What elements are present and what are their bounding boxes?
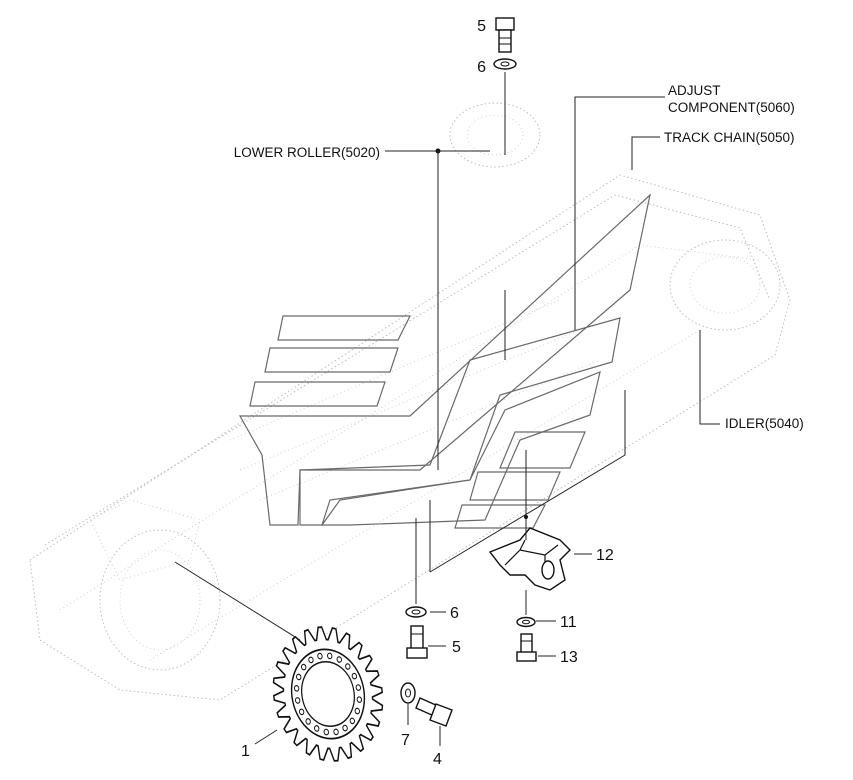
callout-6-mid: 6: [450, 605, 459, 622]
callout-5-top: 5: [477, 18, 486, 35]
callout-5-mid: 5: [452, 639, 461, 656]
bolt-4: [415, 697, 453, 727]
frame-outline-figure: [238, 193, 651, 529]
sprocket-bolt-hole: [327, 652, 333, 660]
sprocket-bolt-hole: [355, 684, 362, 691]
sprocket-bolt-hole: [317, 652, 323, 660]
adjust-component-label-line2: COMPONENT(5060): [668, 100, 795, 115]
callout-12: 12: [596, 547, 614, 564]
bolt-5-top: [495, 17, 515, 53]
sprocket-bolt-hole: [314, 725, 320, 732]
lower-roller-label: LOWER ROLLER(5020): [234, 145, 380, 160]
sprocket-bolt-hole: [351, 672, 358, 680]
sprocket-bolt-hole: [308, 656, 314, 664]
sprocket-bolt-hole: [298, 708, 305, 716]
callout-6-top: 6: [477, 59, 486, 76]
washer-7: [400, 682, 416, 704]
idler-label: IDLER(5040): [725, 416, 804, 431]
sprocket-bolt-hole: [296, 673, 302, 681]
washer-6-mid: [405, 606, 427, 618]
track-chain-label: TRACK CHAIN(5050): [664, 130, 795, 145]
sprocket-bolt-hole: [323, 728, 329, 736]
callout-4: 4: [433, 751, 442, 768]
callout-labels: 5 6 ADJUST COMPONENT(5060) TRACK CHAIN(5…: [234, 18, 804, 768]
sprocket-bolt-hole: [349, 717, 356, 725]
sprocket-bolt-hole: [300, 663, 307, 671]
bracket-12: [488, 527, 571, 591]
sprocket-bolt-hole: [342, 724, 348, 732]
sprocket-bolt-hole: [356, 696, 363, 703]
sprocket-1: [272, 626, 384, 762]
callout-7: 7: [401, 732, 410, 749]
sprocket-bolt-hole: [345, 663, 351, 670]
washer-11: [516, 616, 536, 628]
callout-11: 11: [560, 614, 577, 631]
leader-lines: [174, 72, 720, 746]
sprocket-bolt-hole: [294, 697, 301, 704]
washer-6-top: [493, 58, 517, 70]
track-frame-ghost: [29, 102, 791, 701]
bolt-13: [516, 633, 537, 662]
bolt-5-mid: [406, 625, 428, 659]
sprocket-bolt-hole: [354, 707, 360, 715]
callout-13: 13: [560, 649, 578, 666]
sprocket-bolt-hole: [333, 728, 339, 736]
sprocket-bolt-hole: [305, 718, 311, 725]
adjust-component-label-line1: ADJUST: [668, 83, 721, 98]
sprocket-bolt-hole: [336, 656, 342, 663]
callout-1: 1: [241, 743, 250, 760]
sprocket-bolt-hole: [293, 685, 300, 692]
